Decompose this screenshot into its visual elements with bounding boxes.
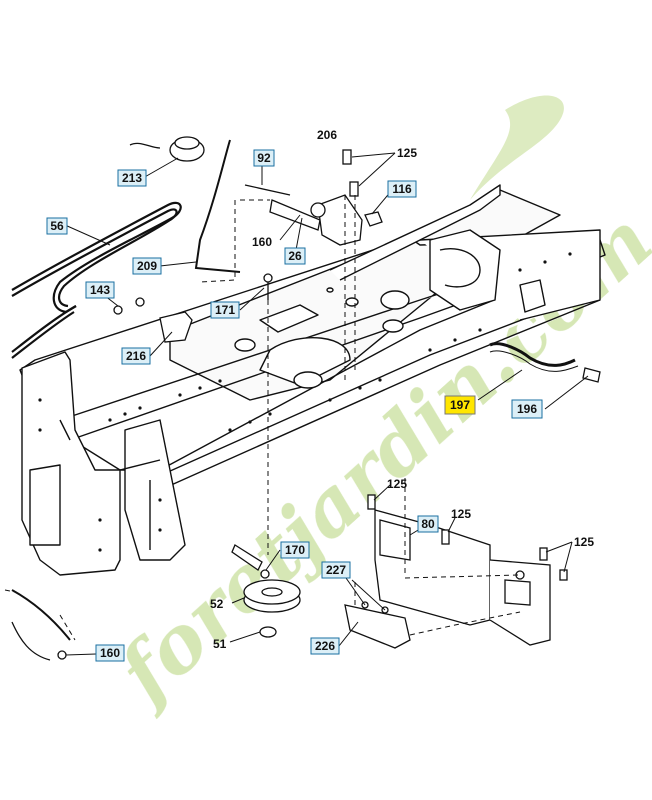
label-160: 160 [252, 235, 272, 249]
callout-92[interactable]: 92 [253, 149, 275, 167]
assembly-dashed-lines [4, 195, 521, 641]
callout-170[interactable]: 170 [280, 541, 310, 559]
label-125-lower-left: 125 [387, 477, 407, 491]
leader-lines [64, 152, 589, 656]
svg-text:216: 216 [126, 349, 146, 363]
lower-parts [11, 494, 568, 661]
label-125-lower-right: 125 [574, 535, 594, 549]
callout-226[interactable]: 226 [310, 637, 340, 655]
label-125-top: 125 [397, 146, 417, 160]
callout-196[interactable]: 196 [511, 399, 543, 419]
callout-197-highlighted[interactable]: 197 [444, 395, 476, 415]
watermark-leaf-icon [470, 95, 564, 200]
svg-text:80: 80 [421, 517, 435, 531]
frame-holes [38, 252, 572, 552]
callout-227[interactable]: 227 [321, 561, 351, 579]
svg-text:196: 196 [517, 402, 537, 416]
svg-text:56: 56 [50, 219, 64, 233]
callout-80[interactable]: 80 [417, 515, 439, 533]
label-125-lower-mid: 125 [451, 507, 471, 521]
label-206: 206 [317, 128, 337, 142]
callout-216[interactable]: 216 [121, 347, 151, 365]
callout-160[interactable]: 160 [95, 644, 125, 662]
drive-belt [11, 201, 182, 359]
svg-text:197: 197 [450, 398, 470, 412]
callout-143[interactable]: 143 [85, 281, 115, 299]
svg-text:227: 227 [326, 563, 346, 577]
frame-chassis [19, 184, 606, 576]
callout-171[interactable]: 171 [210, 301, 240, 319]
callout-26[interactable]: 26 [284, 247, 306, 265]
callout-209[interactable]: 209 [132, 257, 162, 275]
callout-213[interactable]: 213 [117, 169, 147, 187]
label-52: 52 [210, 597, 224, 611]
svg-text:213: 213 [122, 171, 142, 185]
svg-text:170: 170 [285, 543, 305, 557]
callout-56[interactable]: 56 [46, 217, 68, 235]
label-51: 51 [213, 637, 227, 651]
svg-text:143: 143 [90, 283, 110, 297]
callout-116[interactable]: 116 [387, 180, 417, 198]
svg-text:226: 226 [315, 639, 335, 653]
svg-text:209: 209 [137, 259, 157, 273]
svg-text:92: 92 [257, 151, 271, 165]
svg-text:171: 171 [215, 303, 235, 317]
svg-text:26: 26 [288, 249, 302, 263]
svg-text:116: 116 [392, 182, 412, 196]
svg-text:160: 160 [100, 646, 120, 660]
plain-labels: 206 125 160 125 125 125 52 51 [210, 128, 594, 651]
upper-parts [113, 136, 601, 383]
